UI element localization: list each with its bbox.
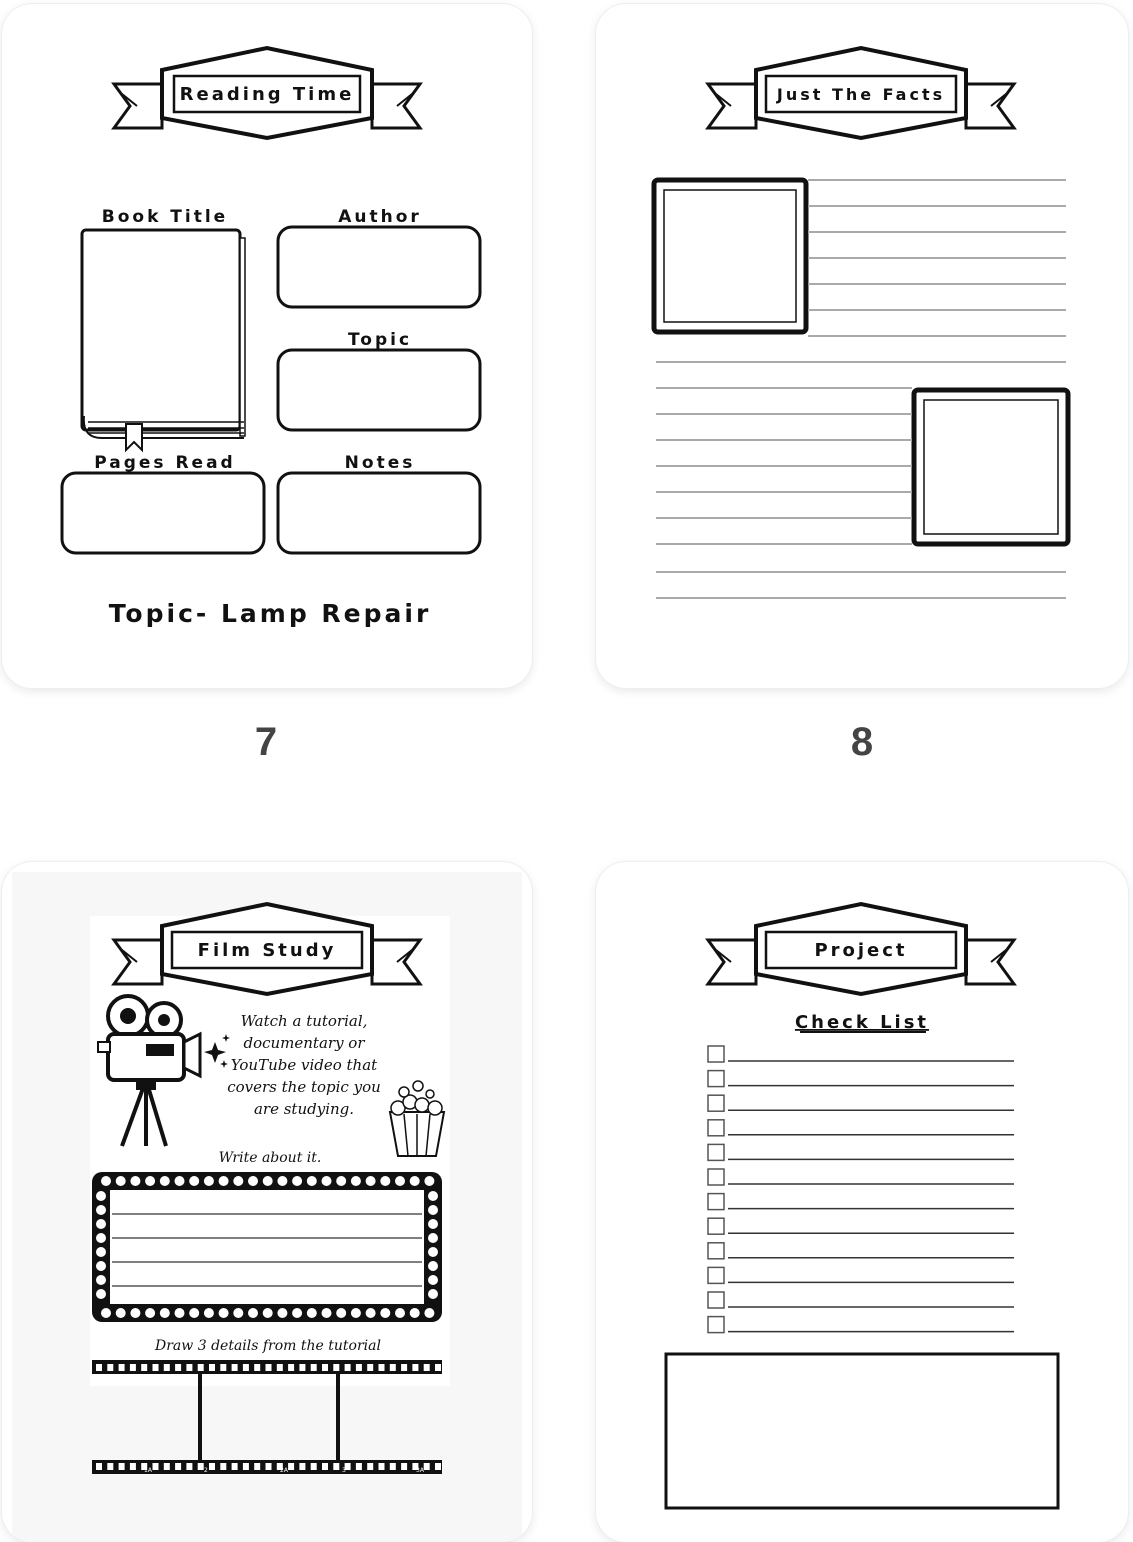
instructions-text: Watch a tutorial, documentary or YouTube… [227,1012,381,1118]
checkbox-icon[interactable] [707,1094,725,1112]
draw-prompt: Draw 3 details from the tutorial [154,1338,381,1354]
notes-field[interactable] [276,471,482,555]
checklist-item[interactable] [707,1217,1014,1235]
checkbox-icon[interactable] [707,1315,725,1334]
checkbox-icon[interactable] [707,1291,725,1309]
checkbox-icon[interactable] [707,1168,725,1186]
filmstrip-icon[interactable]: 1A 2 2A 3 3A [92,1360,442,1474]
writing-lines[interactable] [656,179,1066,599]
banner-title: Project [814,940,907,961]
just-the-facts-worksheet: Just The Facts [651,45,1071,599]
checklist-item[interactable] [707,1119,1014,1137]
checklist-item[interactable] [707,1094,1014,1112]
checkbox-icon[interactable] [707,1242,725,1260]
svg-text:documentary or: documentary or [243,1034,365,1052]
svg-text:YouTube video that: YouTube video that [231,1056,378,1074]
ribbon-banner-icon [111,901,423,997]
project-worksheet: Project Check List [664,901,1060,1510]
page-card-film-study[interactable]: Film Study Watch a tutorial, documentary… [2,862,532,1542]
checklist-item[interactable] [707,1168,1014,1186]
checkbox-icon[interactable] [707,1119,725,1137]
topic-field[interactable] [276,348,482,432]
ribbon-banner-icon [705,45,1017,141]
page-card-reading-time[interactable]: Reading Time Book Title Author Topic Pag… [2,4,532,688]
checklist-title: Check List [795,1012,929,1033]
banner-title: Reading Time [180,84,355,105]
book-title-label: Book Title [102,207,228,227]
notes-label: Notes [345,453,416,473]
svg-text:1A: 1A [144,1467,153,1474]
checkbox-icon[interactable] [707,1045,725,1063]
pages-read-field[interactable] [60,471,266,555]
author-field[interactable] [276,225,482,309]
reading-time-worksheet: Reading Time Book Title Author Topic Pag… [60,45,482,628]
svg-text:3: 3 [342,1467,346,1474]
checklist-item[interactable] [707,1315,1014,1334]
checklist-item[interactable] [707,1291,1014,1309]
write-prompt: Write about it. [219,1150,322,1166]
checklist-item[interactable] [707,1143,1014,1162]
checklist-item[interactable] [707,1192,1014,1211]
marquee-frame-icon[interactable] [92,1172,442,1322]
checkbox-icon[interactable] [707,1192,725,1211]
film-camera-icon [97,994,202,1147]
checklist-item[interactable] [707,1266,1014,1285]
ribbon-banner-icon [705,901,1017,997]
project-notes-box[interactable] [664,1352,1060,1510]
banner-title: Just The Facts [776,85,945,104]
checkbox-icon[interactable] [707,1069,725,1088]
picture-frame-top[interactable] [651,177,809,335]
svg-text:2A: 2A [280,1467,289,1474]
svg-text:3A: 3A [416,1467,425,1474]
sparkle-icon [204,1034,230,1068]
popcorn-icon [388,1080,446,1157]
svg-text:covers the topic you: covers the topic you [227,1078,381,1096]
picture-frame-bottom[interactable] [911,387,1071,547]
page-card-just-the-facts[interactable]: Just The Facts [596,4,1128,688]
svg-text:are studying.: are studying. [254,1100,354,1118]
checklist-item[interactable] [707,1242,1014,1260]
ribbon-banner-icon [111,45,423,141]
book-icon [80,228,246,453]
pages-read-label: Pages Read [94,453,235,473]
page-number-7: 7 [254,720,278,764]
topic-footer: Topic- Lamp Repair [109,599,432,628]
film-study-worksheet: Film Study Watch a tutorial, documentary… [12,872,522,1542]
page-card-project[interactable]: Project Check List [596,862,1128,1542]
topic-label: Topic [348,330,412,350]
checklist-item[interactable] [707,1045,1014,1063]
author-label: Author [338,207,422,227]
checkbox-icon[interactable] [707,1217,725,1235]
banner-title: Film Study [198,940,337,961]
checkbox-icon[interactable] [707,1266,725,1285]
checkbox-icon[interactable] [707,1143,725,1162]
page-number-8: 8 [850,720,874,764]
svg-text:2: 2 [204,1467,208,1474]
checklist-item[interactable] [707,1069,1014,1088]
svg-text:Watch a tutorial,: Watch a tutorial, [241,1012,368,1030]
checklist[interactable] [707,1045,1014,1334]
